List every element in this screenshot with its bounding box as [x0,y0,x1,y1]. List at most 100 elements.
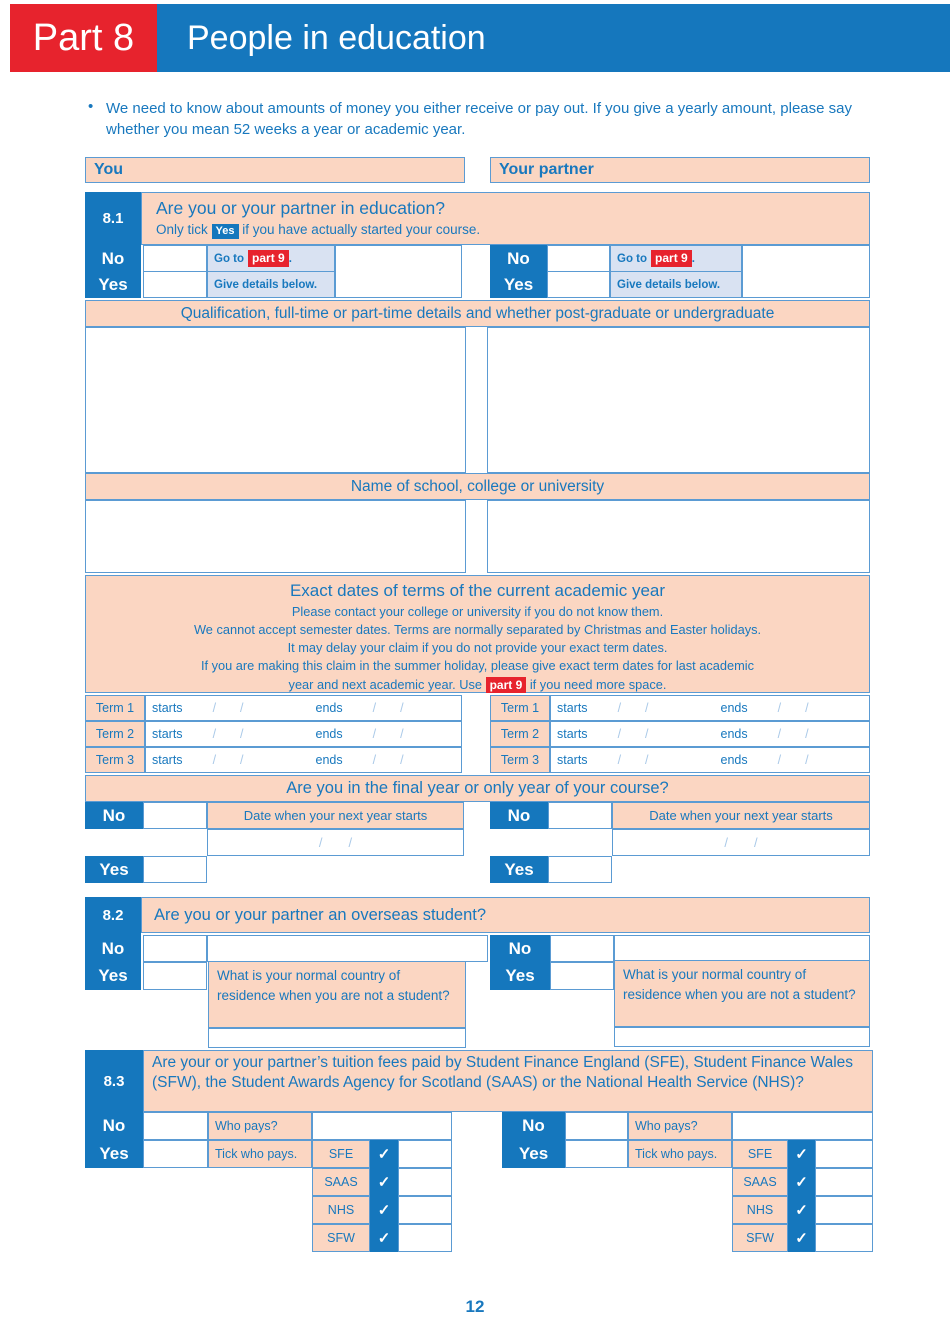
q81-partner-extra-box[interactable] [742,245,870,298]
q83-partner-cell-sfe[interactable] [815,1140,873,1168]
yes-badge: Yes [211,224,239,240]
q83-you-cell-sfw[interactable] [398,1224,452,1252]
page-number-text: 12 [465,1297,485,1316]
q81-side-column: 8.1 No Yes [85,192,141,298]
q83-you-cell-sfe[interactable] [398,1140,452,1168]
q81-you-extra-box[interactable] [335,245,462,298]
q82-partner-noyes-box: No Yes [490,935,550,990]
final-year-partner-date-input[interactable]: / / [612,829,870,856]
q83-partner-yes-checkbox[interactable] [565,1140,628,1168]
q81-you-no-label: No [101,248,125,268]
part-number-label: Part 8 [32,16,135,59]
q83-partner-check-saas[interactable]: ✓ [788,1168,815,1196]
q82-partner-no-label: No [508,938,532,958]
q83-you-payer-nhs: NHS [312,1196,370,1224]
q81-partner-details-cell: Give details below. [610,271,742,298]
q81-you-no-checkbox[interactable] [143,245,207,272]
starts-label: starts [152,753,183,767]
date-slash: / [754,835,758,850]
q83-you-cell-nhs[interactable] [398,1196,452,1224]
q81-partner-goto-cell: Go to part 9 . [610,245,742,272]
bullet-point: • [88,98,94,115]
q83-question-text: Are your or your partner’s tuition fees … [152,1054,854,1091]
terms-line5-after: if you need more space. [529,676,667,692]
q81-note-after: if you have actually started your course… [242,222,481,237]
date-slash: / [645,727,649,741]
q83-number: 8.3 [103,1072,125,1090]
school-header: Name of school, college or university [85,473,870,500]
q82-partner-no-line[interactable] [614,935,870,962]
q83-partner-cell-sfw[interactable] [815,1224,873,1252]
q83-you-check-sfe[interactable]: ✓ [370,1140,398,1168]
header-bar: People in education [157,4,950,72]
term2-label-partner: Term 2 [490,721,550,747]
school-input-you[interactable] [85,500,466,573]
part9-badge: part 9 [651,250,692,267]
date-slash: / [240,701,244,715]
q83-you-yes-checkbox[interactable] [143,1140,208,1168]
q83-partner-no-checkbox[interactable] [565,1112,628,1140]
q83-partner-check-nhs[interactable]: ✓ [788,1196,815,1224]
term1-label-you: Term 1 [85,695,145,721]
starts-label: starts [557,753,588,767]
term2-label-you: Term 2 [85,721,145,747]
term2-dates-partner[interactable]: starts//ends// [550,721,870,747]
final-year-you-no-box: No [85,802,143,829]
part9-badge: part 9 [485,676,527,694]
date-slash: / [805,727,809,741]
final-year-partner-yes-checkbox[interactable] [548,856,612,883]
q82-partner-country-input[interactable] [614,1027,870,1047]
q83-partner-cell-nhs[interactable] [815,1196,873,1224]
qualification-input-partner[interactable] [487,327,870,473]
q82-you-country-input[interactable] [208,1028,466,1048]
school-header-text: Name of school, college or university [350,477,605,495]
starts-label: starts [557,727,588,741]
final-year-partner-no-box: No [490,802,548,829]
q83-partner-whopays-input[interactable] [732,1112,873,1140]
starts-label: starts [152,727,183,741]
q81-partner-no-checkbox[interactable] [547,245,610,272]
term3-dates-you[interactable]: starts//ends// [145,747,462,773]
page-title: People in education [187,18,486,57]
q81-you-yes-checkbox[interactable] [143,271,207,298]
final-year-partner-no-checkbox[interactable] [548,802,612,829]
terms-line5: year and next academic year. Use part 9 … [86,676,869,694]
school-input-partner[interactable] [487,500,870,573]
term1-dates-you[interactable]: starts//ends// [145,695,462,721]
q82-partner-yes-label: Yes [505,966,535,985]
intro-text: We need to know about amounts of money y… [106,100,852,139]
column-header-partner: Your partner [490,157,870,183]
q81-you-yes-label: Yes [98,275,128,294]
q83-partner-cell-saas[interactable] [815,1168,873,1196]
qualification-input-you[interactable] [85,327,466,473]
term1-dates-partner[interactable]: starts//ends// [550,695,870,721]
q81-partner-yes-checkbox[interactable] [547,271,610,298]
final-year-you-date-label: Date when your next year starts [207,802,464,829]
q83-you-no-checkbox[interactable] [143,1112,208,1140]
term3-dates-partner[interactable]: starts//ends// [550,747,870,773]
q83-partner-payer-nhs: NHS [732,1196,788,1224]
q83-you-payer-sfe: SFE [312,1140,370,1168]
date-slash: / [400,701,404,715]
q82-partner-no-checkbox[interactable] [550,935,614,962]
date-slash: / [617,727,622,741]
q83-partner-check-sfe[interactable]: ✓ [788,1140,815,1168]
ends-label: ends [315,701,343,715]
final-year-you-no-checkbox[interactable] [143,802,207,829]
final-year-you-yes-checkbox[interactable] [143,856,207,883]
q82-you-no-line[interactable] [207,935,488,962]
q83-you-check-nhs[interactable]: ✓ [370,1196,398,1224]
q82-partner-yes-checkbox[interactable] [550,962,614,990]
q83-you-whopays-input[interactable] [312,1112,452,1140]
final-year-you-date-input[interactable]: / / [207,829,464,856]
q83-you-cell-saas[interactable] [398,1168,452,1196]
q82-you-no-checkbox[interactable] [143,935,207,962]
tick-who-pays-text: Tick who pays. [215,1147,298,1161]
q83-you-check-sfw[interactable]: ✓ [370,1224,398,1252]
q83-partner-check-sfw[interactable]: ✓ [788,1224,815,1252]
term2-dates-you[interactable]: starts//ends// [145,721,462,747]
q83-you-check-saas[interactable]: ✓ [370,1168,398,1196]
date-slash: / [777,753,782,767]
q83-partner-whopays-label: Who pays? [628,1112,732,1140]
q82-you-yes-checkbox[interactable] [143,962,207,990]
